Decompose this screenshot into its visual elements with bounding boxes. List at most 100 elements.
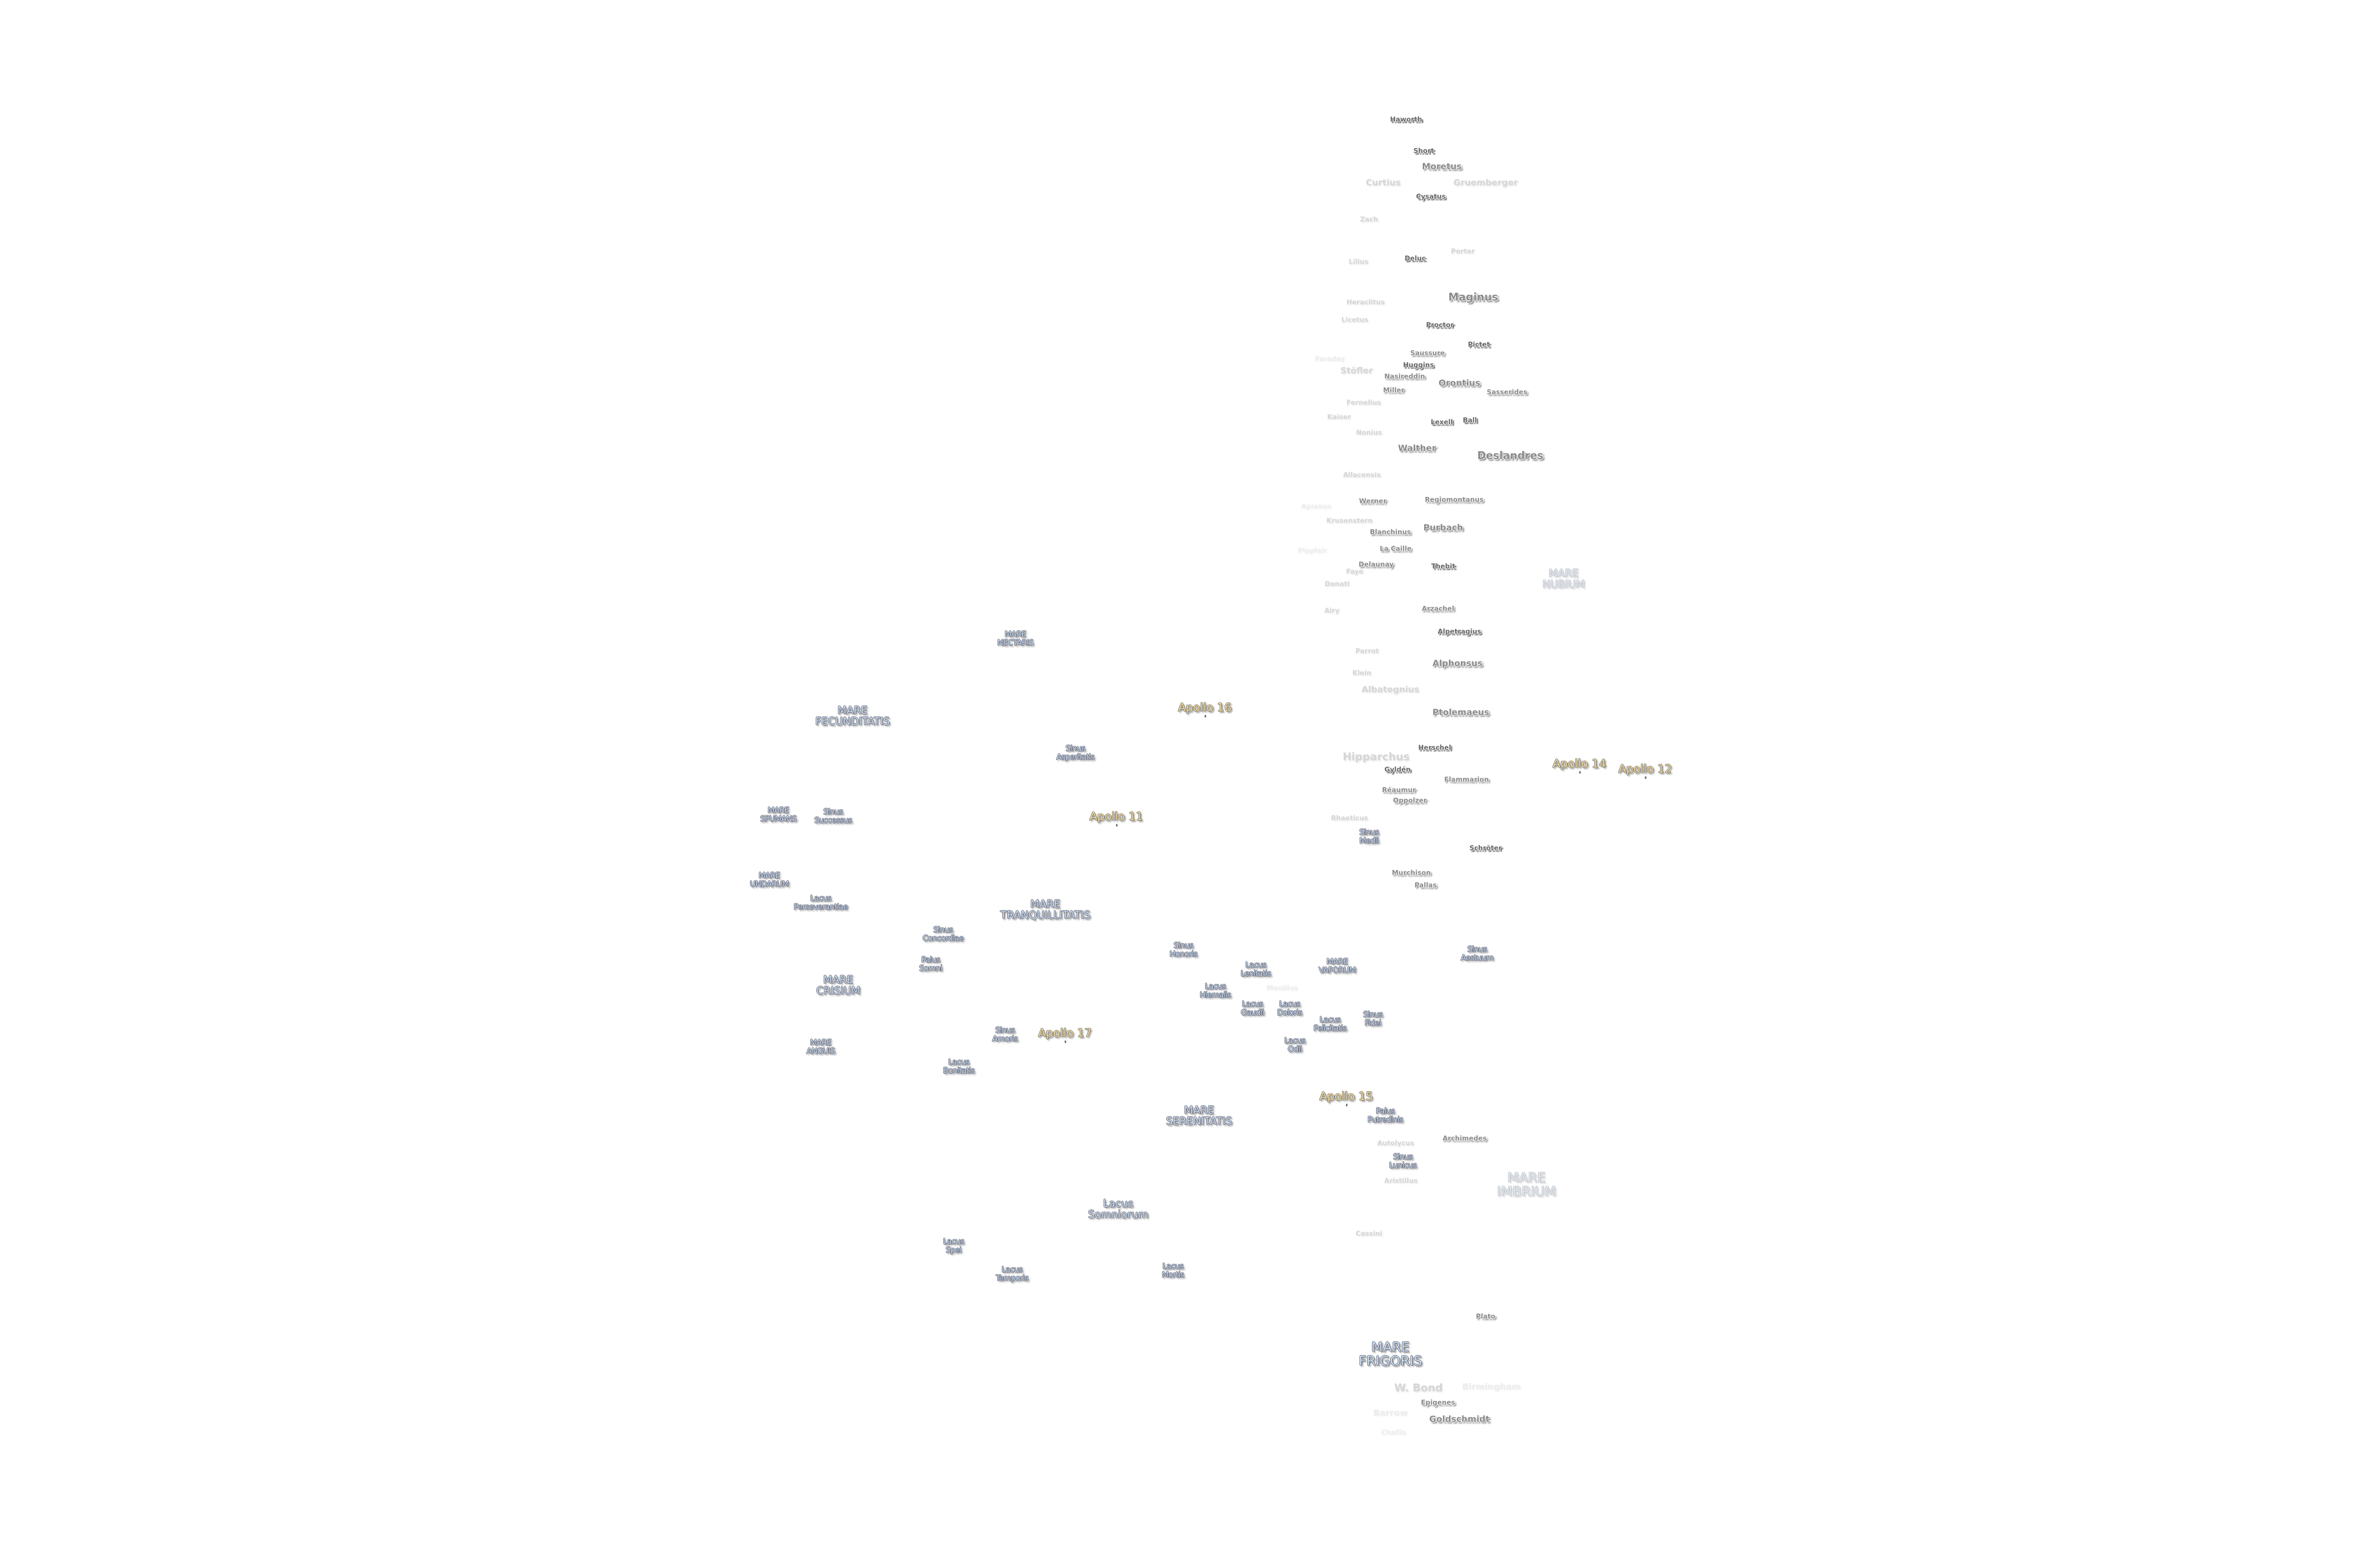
map-label-miller: Miller <box>1383 386 1405 395</box>
map-label-sinus-amoris: Sinus Amoris <box>992 1026 1018 1044</box>
map-label-nasireddin: Nasireddin <box>1384 373 1425 381</box>
map-label-walther: Walther <box>1398 443 1437 454</box>
map-label-autolycus: Autolycus <box>1377 1139 1414 1147</box>
map-label-haworth: Haworth <box>1390 116 1422 124</box>
map-label-klein: Klein <box>1352 669 1371 677</box>
map-label-orontius: Orontius <box>1438 378 1480 388</box>
map-label-sinus-successus: Sinus Successus <box>814 807 852 825</box>
map-label-short: Short <box>1413 147 1434 155</box>
map-label-lacus-hiemalis: Lacus Hiemalis <box>1200 982 1231 1000</box>
map-label-sinus-aestuum: Sinus Aestuum <box>1460 945 1494 963</box>
map-label-thebit: Thebit <box>1431 563 1456 571</box>
map-label-playfair: Playfair <box>1298 547 1327 555</box>
map-label-lexell: Lexell <box>1430 418 1453 426</box>
map-label-mare-vaporum: MARE VAPORUM <box>1319 957 1356 975</box>
map-label-proctor: Proctor <box>1426 321 1454 329</box>
map-label-palus-somni: Palus Somni <box>919 955 942 973</box>
map-label-stofler: Stöfler <box>1340 366 1373 376</box>
map-label-epigenes: Epigenes <box>1421 1399 1455 1407</box>
map-label-la-caille: La Caille <box>1379 545 1412 553</box>
map-label-cysatus: Cysatus <box>1416 193 1446 201</box>
map-label-murchison: Murchison <box>1392 869 1431 877</box>
map-label-schroter: Schröter <box>1469 844 1502 852</box>
map-label-hipparchus: Hipparchus <box>1342 751 1410 763</box>
map-label-mare-frigoris: MARE FRIGORIS <box>1359 1339 1422 1369</box>
map-label-faraday: Faraday <box>1315 355 1345 363</box>
map-label-delaunay: Delaunay <box>1359 561 1394 569</box>
map-label-deluc: Deluc <box>1404 255 1426 263</box>
map-label-werner: Werner <box>1359 497 1387 505</box>
map-label-flammarion: Flammarion <box>1444 776 1489 784</box>
map-label-regiomontanus: Regiomontanus <box>1425 496 1484 504</box>
map-label-deslandres: Deslandres <box>1477 450 1544 462</box>
map-label-oppolzer: Oppolzer <box>1393 797 1427 805</box>
map-label-licetus: Licetus <box>1341 316 1368 324</box>
map-label-sinus-honoris: Sinus Honoris <box>1170 941 1198 959</box>
map-label-porter: Porter <box>1451 247 1475 256</box>
map-label-manilius: Manilius <box>1266 984 1299 992</box>
map-label-krusenstern: Krusenstern <box>1326 517 1373 525</box>
map-label-barrow: Barrow <box>1373 1408 1408 1418</box>
map-label-mare-tranquillitatis: MARE TRANQUILLITATIS <box>1000 898 1091 921</box>
map-label-lilius: Lilius <box>1349 258 1368 266</box>
map-label-parrot: Parrot <box>1355 647 1379 655</box>
map-label-apollo-14: Apollo 14 <box>1552 757 1606 774</box>
map-label-lacus-mortis: Lacus Mortis <box>1161 1262 1184 1280</box>
map-label-huggins: Huggins <box>1403 361 1434 369</box>
map-label-saussure: Saussure <box>1410 349 1445 357</box>
map-label-mare-fecunditatis: MARE FECUNDITATIS <box>815 704 890 728</box>
map-label-heraclitus: Heraclitus <box>1346 298 1385 306</box>
map-label-mare-nectaris: MARE NECTARIS <box>997 630 1034 648</box>
map-label-kaiser: Kaiser <box>1327 413 1351 421</box>
map-label-zach: Zach <box>1360 216 1378 224</box>
map-label-albategnius: Albategnius <box>1361 684 1419 695</box>
map-label-apollo-17: Apollo 17 <box>1038 1026 1092 1043</box>
map-label-reaumur: Réaumur <box>1382 786 1416 794</box>
map-label-fernelius: Fernelius <box>1346 399 1381 407</box>
map-label-lacus-odii: Lacus Odii <box>1284 1036 1306 1054</box>
map-label-gruemberger: Gruemberger <box>1453 178 1518 188</box>
map-label-purbach: Purbach <box>1423 523 1463 533</box>
map-label-challis: Challis <box>1381 1429 1407 1437</box>
map-label-lacus-temporis: Lacus Temporis <box>995 1265 1029 1283</box>
map-label-palus-putredinis: Palus Putredinis <box>1367 1107 1403 1125</box>
map-label-lacus-felicitatis: Lacus Felicitatis <box>1313 1015 1347 1033</box>
map-label-lacus-lenitatis: Lacus Lenitatis <box>1240 960 1271 979</box>
map-label-sinus-fidei: Sinus Fidei <box>1363 1010 1383 1028</box>
map-label-gylden: Gyldén <box>1384 766 1411 774</box>
map-label-apollo-15: Apollo 15 <box>1319 1089 1373 1107</box>
map-label-archimedes: Archimedes <box>1442 1135 1487 1143</box>
map-label-mare-imbrium: MARE IMBRIUM <box>1497 1169 1556 1199</box>
map-label-maginus: Maginus <box>1448 291 1498 304</box>
map-label-lacus-gaudii: Lacus Gaudii <box>1240 999 1265 1018</box>
map-label-airy: Airy <box>1324 607 1339 615</box>
map-label-donati: Donati <box>1324 580 1350 588</box>
map-label-blanchinus: Blanchinus <box>1369 528 1411 536</box>
map-label-apollo-16: Apollo 16 <box>1178 701 1232 718</box>
map-label-mare-serenitatis: MARE SERENITATIS <box>1166 1104 1232 1127</box>
map-label-rhaeticus: Rhaeticus <box>1331 814 1368 822</box>
map-label-apianus: Apianus <box>1301 503 1331 511</box>
map-label-mare-crisium: MARE CRISIUM <box>816 974 861 997</box>
map-label-mare-anguis: MARE ANGUIS <box>806 1038 835 1056</box>
map-label-pallas: Pallas <box>1414 881 1437 890</box>
map-label-lacus-somniorum: Lacus Somniorum <box>1088 1197 1149 1221</box>
map-label-ball: Ball <box>1463 416 1477 425</box>
map-label-lacus-perseverantiae: Lacus Perseverantiae <box>793 894 848 912</box>
map-label-apollo-11: Apollo 11 <box>1089 810 1143 827</box>
map-label-mare-undarum: MARE UNDARUM <box>750 871 789 889</box>
map-label-lacus-spei: Lacus Spei <box>943 1237 964 1255</box>
map-label-allacensis: Allacensis <box>1343 471 1381 479</box>
map-label-sasserides: Sasserides <box>1487 388 1527 396</box>
map-label-goldschmidt: Goldschmidt <box>1429 1414 1490 1424</box>
map-label-mare-spumans: MARE SPUMANS <box>760 806 797 824</box>
map-label-alpetragius: Alpetragius <box>1438 628 1481 636</box>
map-label-curtius: Curtius <box>1366 178 1401 188</box>
map-label-lacus-bonitatis: Lacus Bonitatis <box>943 1058 975 1076</box>
map-label-arzachel: Arzachel <box>1422 605 1454 613</box>
map-label-sinus-lunicus: Sinus Lunicus <box>1389 1152 1417 1170</box>
map-label-aristillus: Aristillus <box>1384 1177 1418 1185</box>
map-label-ptolemaeus: Ptolemaeus <box>1432 707 1489 718</box>
map-label-birmingham: Birmingham <box>1462 1382 1521 1392</box>
map-label-alphonsus: Alphonsus <box>1432 658 1483 669</box>
